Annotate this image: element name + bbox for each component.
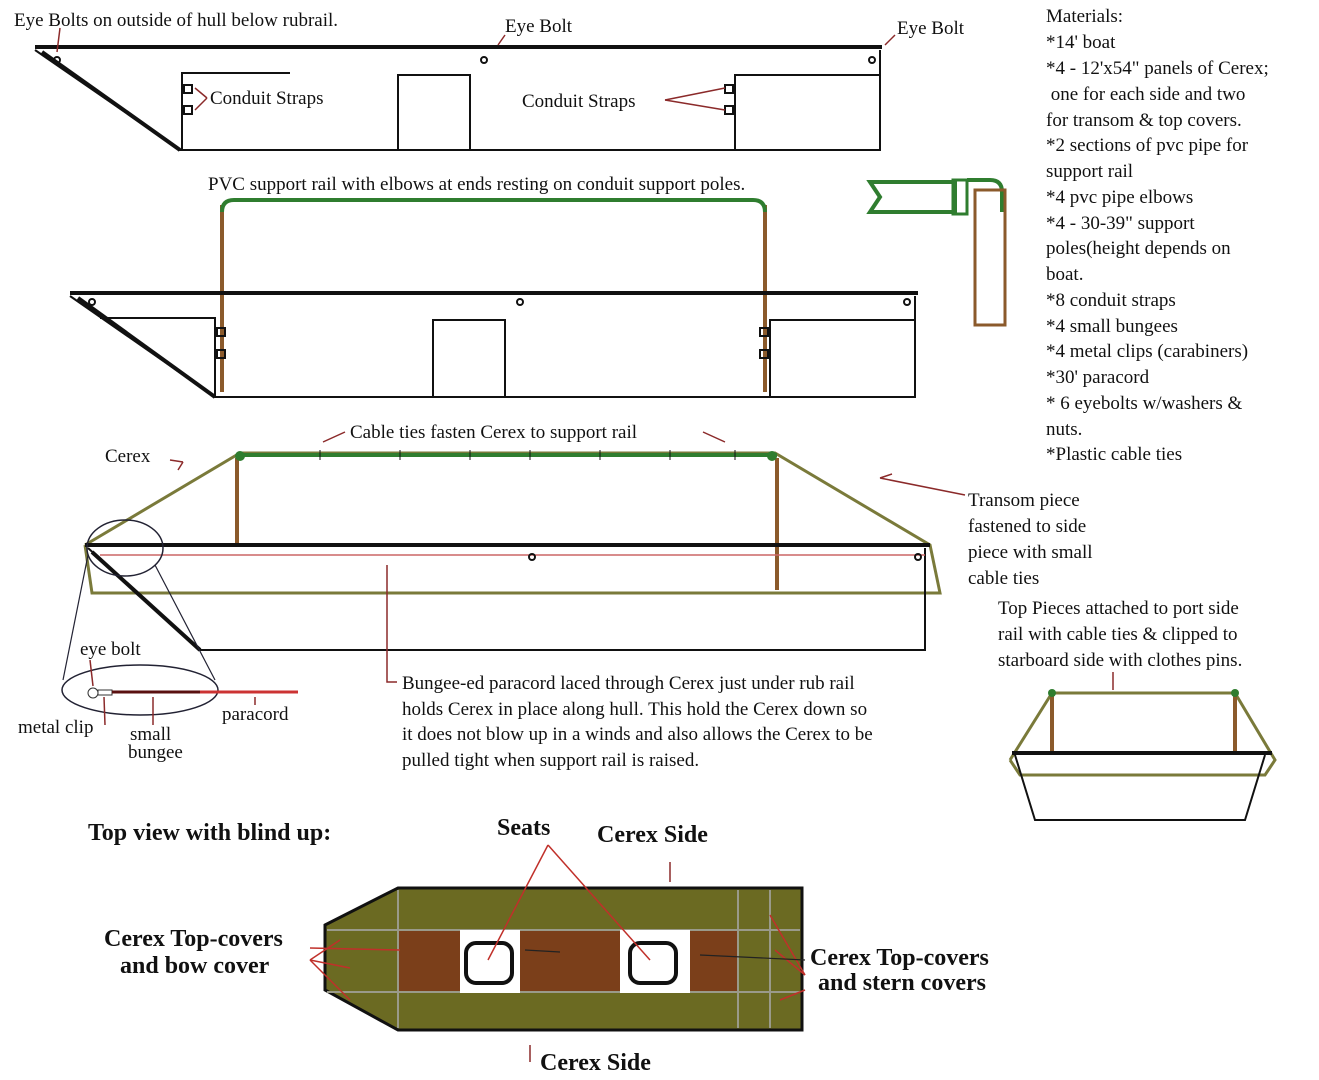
hull-side-view-2 <box>69 198 918 399</box>
material-item: boat. <box>1046 264 1083 285</box>
material-item: *4 metal clips (carabiners) <box>1046 341 1248 362</box>
label-conduit-straps-left: Conduit Straps <box>210 88 323 109</box>
top-view-boat <box>309 844 806 1062</box>
material-item: *4 - 12'x54" panels of Cerex; <box>1046 58 1269 79</box>
material-item: *14' boat <box>1046 32 1116 53</box>
hull-side-view-3 <box>61 431 1114 726</box>
materials-list: Materials: *14' boat *4 - 12'x54" panels… <box>1046 6 1269 465</box>
label-small-bungee: bungee <box>128 742 183 763</box>
label-metal-clip: metal clip <box>18 717 93 738</box>
label-transom: Transom piece <box>968 490 1080 511</box>
label-top-pieces: rail with cable ties & clipped to <box>998 624 1238 645</box>
label-pvc-rail: PVC support rail with elbows at ends res… <box>208 174 745 195</box>
material-item: support rail <box>1046 161 1133 182</box>
label-cerex-side-bottom: Cerex Side <box>540 1050 651 1076</box>
label-transom: cable ties <box>968 568 1039 589</box>
label-bow-covers: Cerex Top-covers <box>104 926 283 952</box>
material-item: *2 sections of pvc pipe for <box>1046 135 1249 156</box>
material-item: *Plastic cable ties <box>1046 444 1182 465</box>
material-item: poles(height depends on <box>1046 238 1231 259</box>
label-bow-covers: and bow cover <box>120 953 270 979</box>
top-view-title: Top view with blind up: <box>88 820 331 846</box>
label-transom: fastened to side <box>968 516 1086 537</box>
label-top-pieces: Top Pieces attached to port side <box>998 598 1239 619</box>
elbow-detail <box>866 178 1007 327</box>
label-eye-bolts-outside: Eye Bolts on outside of hull below rubra… <box>14 10 338 31</box>
label-top-pieces: starboard side with clothes pins. <box>998 650 1242 671</box>
transom-end-view <box>1008 689 1277 821</box>
material-item: *4 - 30-39" support <box>1046 213 1195 234</box>
material-item: for transom & top covers. <box>1046 110 1242 131</box>
label-conduit-straps-right: Conduit Straps <box>522 91 635 112</box>
material-item: one for each side and two <box>1046 84 1245 105</box>
label-small-bungee: small <box>130 724 171 745</box>
label-stern-covers: and stern covers <box>818 970 986 996</box>
label-eye-bolt-detail: eye bolt <box>80 639 141 660</box>
label-cerex-side-top: Cerex Side <box>597 822 708 848</box>
label-transom: piece with small <box>968 542 1093 563</box>
bungee-note: pulled tight when support rail is raised… <box>402 750 699 771</box>
material-item: *8 conduit straps <box>1046 290 1176 311</box>
material-item: *4 pvc pipe elbows <box>1046 187 1193 208</box>
bungee-note: Bungee-ed paracord laced through Cerex j… <box>402 673 855 694</box>
label-cable-ties: Cable ties fasten Cerex to support rail <box>350 422 637 443</box>
label-paracord: paracord <box>222 704 289 725</box>
material-item: nuts. <box>1046 419 1082 440</box>
label-eye-bolt-mid: Eye Bolt <box>505 16 573 37</box>
material-item: *30' paracord <box>1046 367 1150 388</box>
label-cerex: Cerex <box>105 446 151 467</box>
bungee-note: holds Cerex in place along hull. This ho… <box>402 699 867 720</box>
bungee-note: it does not blow up in a winds and also … <box>402 724 873 745</box>
label-seats: Seats <box>497 815 550 841</box>
label-eye-bolt-right: Eye Bolt <box>897 18 965 39</box>
hull-side-view-1 <box>34 27 896 152</box>
label-stern-covers: Cerex Top-covers <box>810 945 989 971</box>
materials-title: Materials: <box>1046 6 1123 27</box>
material-item: *4 small bungees <box>1046 316 1178 337</box>
material-item: * 6 eyebolts w/washers & <box>1046 393 1243 414</box>
